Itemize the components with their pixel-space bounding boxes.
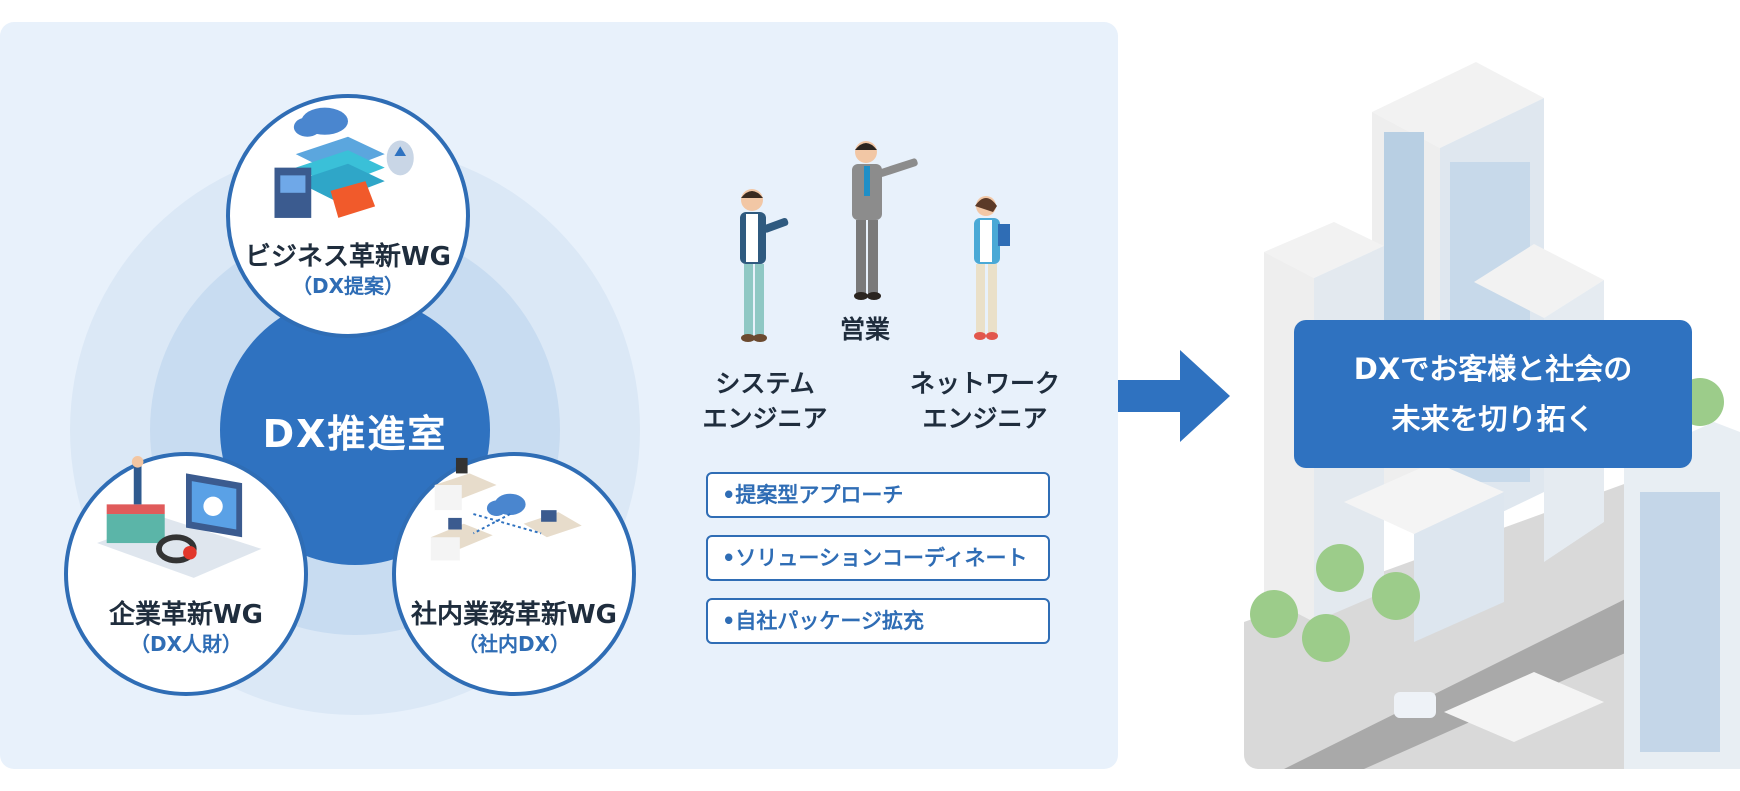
role-system-engineer-line1: システム: [715, 369, 815, 398]
wg-internal-subtitle: （社内DX）: [457, 632, 571, 656]
wg-business-subtitle: （DX提案）: [291, 274, 405, 298]
network-engineer-figure: [974, 196, 1010, 340]
e-learning-icon: [97, 456, 262, 578]
approach-proposal: •提案型アプローチ: [706, 472, 1050, 518]
goal-callout: DXでお客様と社会の 未来を切り拓く: [1294, 320, 1692, 468]
wg-corporate-subtitle: （DX人財）: [129, 632, 243, 656]
approach-package-expansion: •自社パッケージ拡充: [706, 598, 1050, 644]
dx-office-label: DX推進室: [262, 411, 448, 456]
wg-internal-title: 社内業務革新WG: [410, 600, 618, 630]
goal-line2: 未来を切り拓く: [1391, 402, 1595, 436]
wg-corporate-innovation: 企業革新WG （DX人財）: [64, 452, 308, 696]
role-system-engineer: システム エンジニア: [690, 366, 840, 436]
role-network-engineer-line1: ネットワーク: [909, 369, 1060, 398]
role-system-engineer-line2: エンジニア: [702, 404, 828, 433]
office-network-icon: [430, 457, 582, 561]
goal-line1: DXでお客様と社会の: [1353, 352, 1633, 386]
role-network-engineer: ネットワーク エンジニア: [900, 366, 1070, 436]
wg-corporate-title: 企業革新WG: [108, 600, 264, 630]
sales-figure: [852, 141, 918, 300]
system-engineer-figure: [740, 189, 789, 342]
right-arrow-icon: [1118, 350, 1230, 442]
role-network-engineer-line2: エンジニア: [922, 404, 1048, 433]
wg-business-innovation: ビジネス革新WG （DX提案）: [226, 94, 470, 338]
role-sales: 営業: [800, 312, 930, 347]
wg-internal-operations: 社内業務革新WG （社内DX）: [392, 452, 636, 696]
wg-business-title: ビジネス革新WG: [244, 242, 452, 272]
approach-solution-coordination: •ソリューションコーディネート: [706, 535, 1050, 581]
role-sales-line1: 営業: [839, 315, 890, 344]
cloud-computing-icon: [274, 107, 414, 218]
